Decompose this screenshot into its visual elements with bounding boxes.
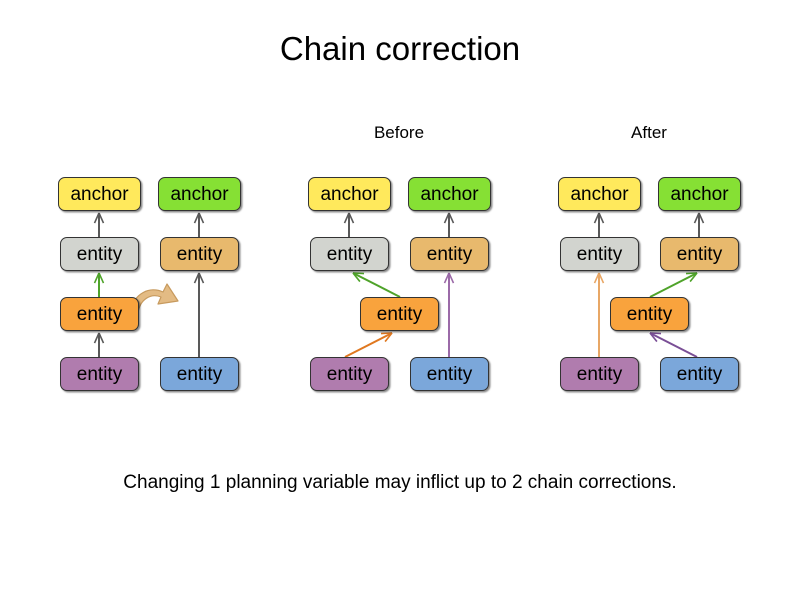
node-label: entity [626,303,673,325]
arrow-p1-a2 [193,212,205,237]
node-p2-entity-orange[interactable]: entity [360,297,439,331]
arrow-p2-a2 [443,212,455,237]
node-label: entity [376,303,423,325]
node-p2-entity-tan[interactable]: entity [410,237,489,271]
node-p2-anchor-yellow[interactable]: anchor [308,177,391,211]
arrow-p3-a3 [593,272,605,357]
node-p2-entity-blue[interactable]: entity [410,357,489,391]
node-label: anchor [170,183,229,205]
node-label: anchor [420,183,479,205]
arrow-p3-a5 [649,332,698,358]
node-label: entity [426,243,473,265]
panel-label-after: After [631,123,667,142]
node-p1-entity-gray[interactable]: entity [60,237,139,271]
node-p3-entity-orange[interactable]: entity [610,297,689,331]
node-label: entity [676,243,723,265]
node-label: entity [426,363,473,385]
node-p3-anchor-green[interactable]: anchor [658,177,741,211]
arrow-p2-a1 [343,212,355,237]
node-p1-entity-orange[interactable]: entity [60,297,139,331]
node-label: entity [176,363,223,385]
node-label: entity [576,363,623,385]
node-label: entity [576,243,623,265]
node-label: anchor [70,183,129,205]
arrow-p1-a3 [93,272,105,297]
arrow-p2-a4 [344,332,393,358]
arrow-group [93,212,705,358]
arrow-p2-a3 [352,272,401,298]
node-label: anchor [570,183,629,205]
node-p1-entity-tan[interactable]: entity [160,237,239,271]
node-label: entity [676,363,723,385]
node-label: entity [76,243,123,265]
node-label: entity [326,243,373,265]
node-p1-entity-purple[interactable]: entity [60,357,139,391]
node-p3-entity-purple[interactable]: entity [560,357,639,391]
node-p2-entity-purple[interactable]: entity [310,357,389,391]
node-p1-anchor-yellow[interactable]: anchor [58,177,141,211]
node-p2-entity-gray[interactable]: entity [310,237,389,271]
node-label: entity [76,303,123,325]
node-p3-entity-tan[interactable]: entity [660,237,739,271]
node-p1-entity-blue[interactable]: entity [160,357,239,391]
node-label: entity [76,363,123,385]
node-p3-entity-gray[interactable]: entity [560,237,639,271]
node-p2-anchor-green[interactable]: anchor [408,177,491,211]
node-p3-anchor-yellow[interactable]: anchor [558,177,641,211]
slide-caption: Changing 1 planning variable may inflict… [123,472,677,493]
arrow-p1-a1 [93,212,105,237]
arrow-p3-a2 [693,212,705,237]
arrow-p3-a4 [649,272,698,298]
node-p1-anchor-green[interactable]: anchor [158,177,241,211]
node-label: anchor [670,183,729,205]
panel-label-before: Before [373,123,425,142]
node-label: anchor [320,183,379,205]
page-title: Chain correction [279,30,521,67]
arrow-p1-a4 [93,332,105,357]
node-p3-entity-blue[interactable]: entity [660,357,739,391]
node-label: entity [176,243,223,265]
arrow-p2-a5 [443,272,455,357]
node-label: entity [326,363,373,385]
arrow-p1-a5 [193,272,205,357]
arrow-p3-a1 [593,212,605,237]
